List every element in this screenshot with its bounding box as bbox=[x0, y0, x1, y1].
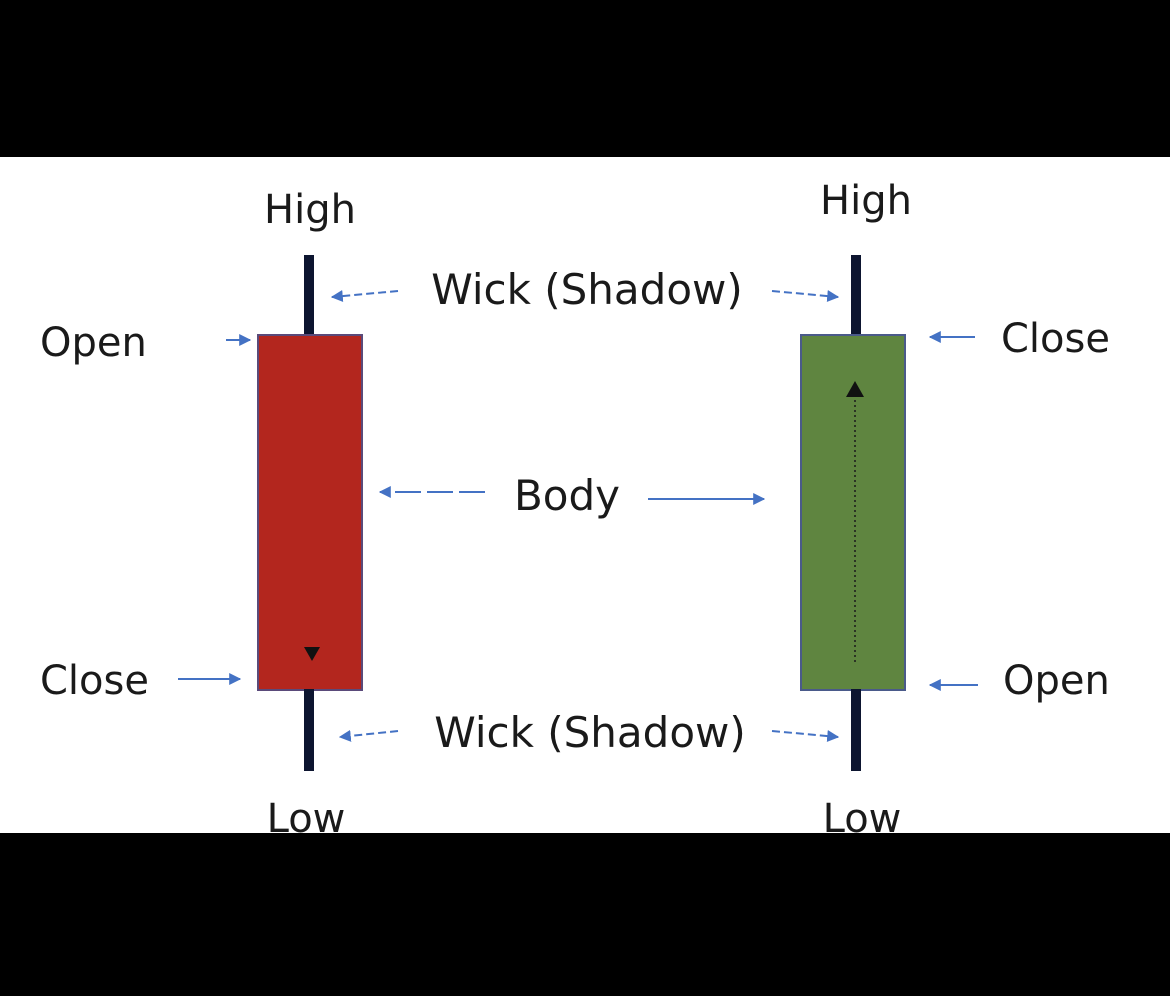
bullish-open-label: Open bbox=[1003, 658, 1110, 704]
bearish-low-label: Low bbox=[266, 796, 346, 833]
bullish-lower-wick bbox=[851, 689, 861, 771]
annotation-arrows bbox=[178, 290, 978, 742]
body-label: Body bbox=[513, 471, 621, 520]
bullish-close-label: Close bbox=[1001, 316, 1110, 362]
bottom-black-band bbox=[0, 833, 1170, 996]
upper-wick-label: Wick (Shadow) bbox=[431, 265, 743, 314]
bullish-direction-arrow bbox=[846, 381, 864, 662]
bearish-open-label: Open bbox=[40, 320, 147, 366]
bullish-low-label: Low bbox=[822, 796, 902, 833]
arrow-upper-wick-left bbox=[330, 290, 399, 302]
arrow-lower-wick-left bbox=[338, 729, 399, 742]
bearish-direction-marker bbox=[304, 647, 320, 661]
top-black-band bbox=[0, 0, 1170, 157]
bearish-high-label: High bbox=[264, 187, 356, 233]
bearish-body bbox=[257, 334, 363, 691]
bearish-upper-wick bbox=[304, 255, 314, 337]
bullish-upper-wick bbox=[851, 255, 861, 337]
lower-wick-label: Wick (Shadow) bbox=[434, 708, 746, 757]
arrow-lower-wick-right bbox=[771, 730, 840, 742]
candlestick-diagram: High Open Close Low High Close Open Low … bbox=[0, 157, 1170, 833]
bearish-lower-wick bbox=[304, 689, 314, 771]
bearish-close-label: Close bbox=[40, 658, 149, 704]
bullish-high-label: High bbox=[820, 178, 912, 224]
arrow-upper-wick-right bbox=[771, 290, 840, 302]
